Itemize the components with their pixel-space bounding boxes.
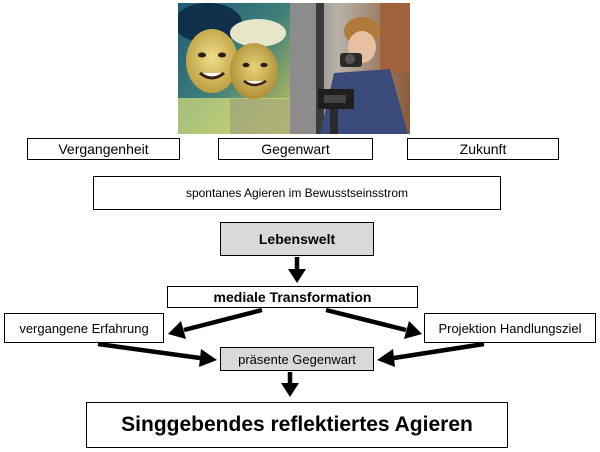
arrow-projection-to-present — [377, 341, 485, 367]
arrow-lebenswelt-to-transformation — [288, 257, 306, 283]
photo-children-graphic — [178, 3, 290, 134]
stream-box: spontanes Agieren im Bewusstseinsstrom — [93, 176, 501, 210]
photo-boy-graphic — [290, 3, 410, 134]
arrow-to-past-experience — [168, 307, 263, 339]
lebenswelt-label: Lebenswelt — [258, 231, 336, 247]
past-experience-box: vergangene Erfahrung — [4, 313, 164, 343]
lebenswelt-box: Lebenswelt — [220, 222, 374, 256]
present-label: Gegenwart — [261, 141, 330, 157]
future-label: Zukunft — [459, 141, 507, 157]
result-box: Singgebendes reflektiertes Agieren — [86, 402, 508, 448]
past-label: Vergangenheit — [58, 141, 149, 157]
transformation-box: mediale Transformation — [167, 286, 418, 308]
result-label: Singgebendes reflektiertes Agieren — [121, 413, 473, 436]
future-box: Zukunft — [407, 138, 559, 160]
present-moment-box: präsente Gegenwart — [220, 347, 374, 371]
arrow-present-to-result — [281, 372, 299, 397]
arrow-to-projection — [325, 307, 422, 339]
past-box: Vergangenheit — [27, 138, 180, 160]
past-experience-label: vergangene Erfahrung — [19, 320, 149, 336]
present-box: Gegenwart — [218, 138, 373, 160]
photo-children-smiling — [178, 3, 290, 134]
photo-boy-with-camera — [290, 3, 410, 134]
present-moment-label: präsente Gegenwart — [238, 351, 356, 367]
arrow-past-experience-to-present — [97, 341, 217, 367]
projection-label: Projektion Handlungsziel — [438, 320, 582, 336]
transformation-label: mediale Transformation — [213, 289, 372, 305]
projection-box: Projektion Handlungsziel — [424, 313, 596, 343]
stream-label: spontanes Agieren im Bewusstseinsstrom — [185, 186, 409, 200]
